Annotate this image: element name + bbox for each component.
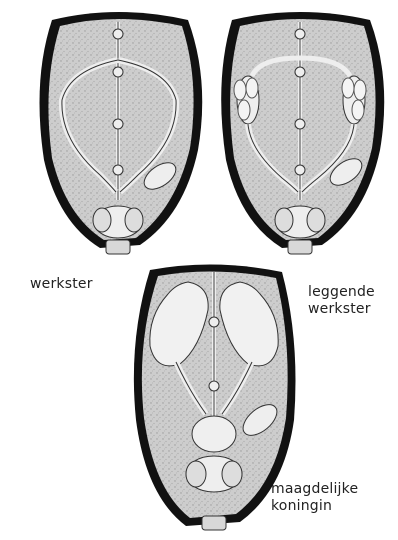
worker-label-text: werkster <box>30 276 93 293</box>
worker-ganglion <box>113 119 123 129</box>
queen-spermatheca <box>192 416 236 452</box>
laying-worker-label: leggende werkster <box>308 284 375 318</box>
worker-label: werkster <box>30 276 93 293</box>
worker-abdomen-diagram <box>40 12 203 254</box>
laying-worker-abdomen-diagram <box>221 12 384 254</box>
queen-sting-tip <box>202 516 226 530</box>
worker-sting-tip <box>106 240 130 254</box>
worker-ganglion <box>113 29 123 39</box>
virgin-queen-label-line-1: maagdelijke <box>271 481 358 498</box>
laying-worker-label-line-2: werkster <box>308 301 375 318</box>
worker-ganglion <box>113 165 123 175</box>
virgin-queen-label: maagdelijke koningin <box>271 481 358 515</box>
virgin-queen-label-line-2: koningin <box>271 498 358 515</box>
laying-worker-label-line-1: leggende <box>308 284 375 301</box>
worker-ganglion <box>113 67 123 77</box>
